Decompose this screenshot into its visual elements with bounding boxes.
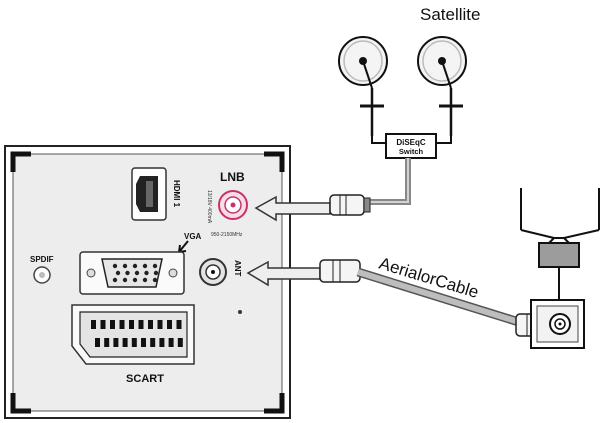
connector-pin bbox=[132, 277, 138, 283]
spdif-port: SPDIF bbox=[30, 255, 54, 284]
ant-port: ANT bbox=[199, 258, 242, 314]
connector-pin bbox=[148, 320, 153, 329]
satellite-dishes: Satellite bbox=[338, 5, 480, 136]
connector-pin bbox=[159, 338, 165, 347]
hdmi-label: HDMI 1 bbox=[172, 180, 181, 208]
vga-label: VGA bbox=[184, 232, 202, 241]
connector-pin bbox=[95, 338, 100, 347]
connector-pin bbox=[176, 320, 182, 329]
lnb-plug bbox=[254, 194, 371, 222]
lnb-port: LNB 13/18V 400mA 950-2150MHz bbox=[206, 170, 248, 238]
connector-pin bbox=[144, 270, 149, 276]
connector-pin bbox=[112, 263, 118, 269]
connector-pin bbox=[122, 263, 128, 269]
lnb-spec-line2: 950-2150MHz bbox=[211, 232, 243, 238]
connector-pin bbox=[122, 338, 128, 347]
connector-pin bbox=[91, 320, 96, 329]
vga-port bbox=[79, 251, 185, 295]
connector-pin bbox=[131, 338, 137, 347]
connector-pin bbox=[152, 263, 158, 269]
diseqc-label-line2: Switch bbox=[399, 147, 424, 156]
satellite-dish-left-icon bbox=[338, 36, 388, 136]
connector-pin bbox=[138, 320, 144, 329]
lnb-label: LNB bbox=[220, 170, 245, 184]
connector-pin bbox=[167, 320, 172, 329]
connector-pin bbox=[110, 320, 115, 329]
aerial-cable: AerialorCable bbox=[356, 254, 524, 328]
connector-pin bbox=[122, 277, 128, 283]
diseqc-label-line1: DiSEqC bbox=[396, 138, 426, 147]
connector-pin bbox=[100, 320, 106, 329]
spdif-label: SPDIF bbox=[30, 255, 54, 264]
connector-pin bbox=[157, 320, 163, 329]
wall-socket bbox=[530, 299, 585, 349]
connector-pin bbox=[125, 270, 130, 276]
dish-wiring bbox=[371, 136, 452, 144]
aerial-antenna-icon bbox=[520, 188, 600, 300]
hdmi-port: HDMI 1 bbox=[131, 167, 181, 221]
connector-pin bbox=[152, 277, 158, 283]
connector-pin bbox=[177, 338, 183, 347]
lnb-cable bbox=[366, 158, 411, 205]
connector-pin bbox=[113, 338, 119, 347]
connector-pin bbox=[112, 277, 118, 283]
connector-pin bbox=[134, 270, 140, 276]
ant-label: ANT bbox=[233, 260, 242, 277]
satellite-label: Satellite bbox=[420, 5, 480, 24]
connector-pin bbox=[119, 320, 125, 329]
connector-pin bbox=[132, 263, 138, 269]
connector-pin bbox=[142, 263, 148, 269]
connector-pin bbox=[168, 338, 174, 347]
scart-label: SCART bbox=[126, 373, 164, 385]
ant-plug bbox=[246, 259, 361, 287]
connector-pin bbox=[153, 270, 159, 276]
satellite-dish-right-icon bbox=[417, 36, 467, 136]
connector-pin bbox=[141, 338, 146, 347]
connector-pin bbox=[150, 338, 156, 347]
connector-pin bbox=[129, 320, 134, 329]
connector-pin bbox=[104, 338, 110, 347]
connector-pin bbox=[115, 270, 121, 276]
lnb-spec-line1: 13/18V 400mA bbox=[206, 190, 212, 224]
scart-port: SCART bbox=[71, 304, 195, 385]
connector-pin bbox=[142, 277, 148, 283]
diseqc-switch: DiSEqC Switch bbox=[385, 133, 437, 159]
